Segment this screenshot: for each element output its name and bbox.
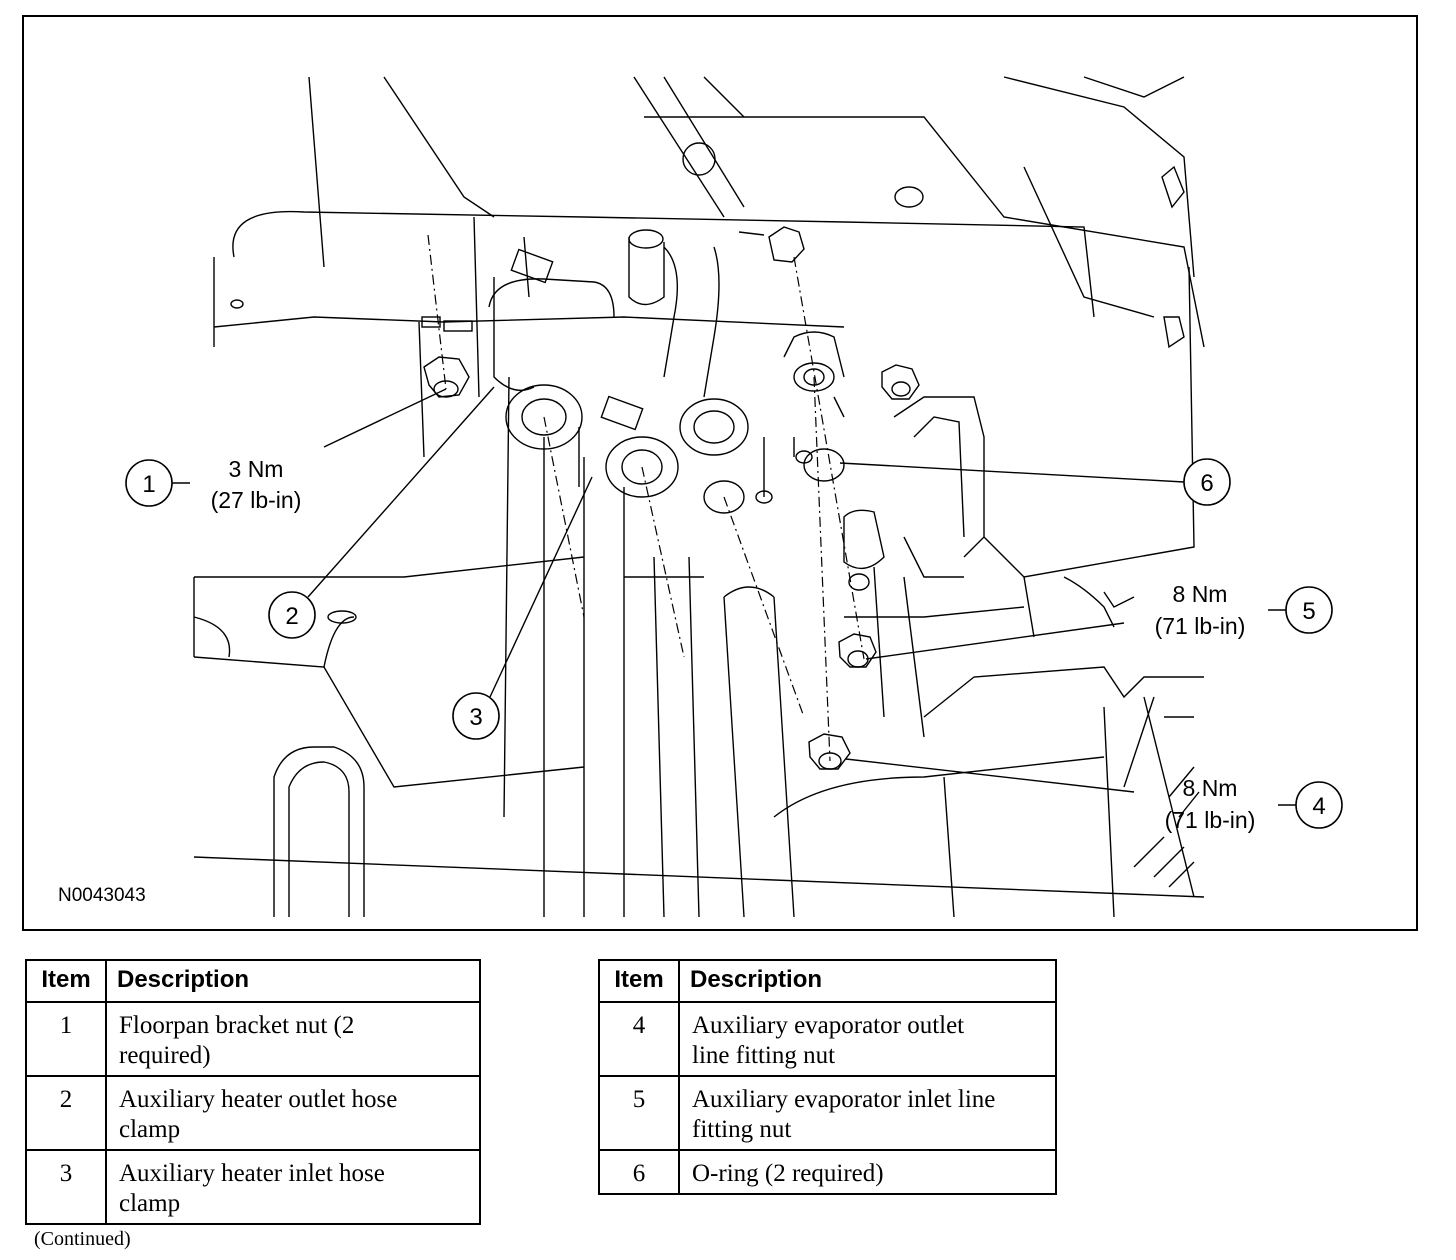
continued-note: (Continued) bbox=[34, 1228, 131, 1250]
column-header-description: Description bbox=[105, 959, 481, 1003]
callout-number: 6 bbox=[1200, 470, 1213, 497]
item-number: 1 bbox=[25, 1001, 107, 1077]
callout-4: 4 8 Nm (71 lb-in) bbox=[1165, 775, 1343, 833]
callout-number: 1 bbox=[142, 471, 155, 498]
torque-imperial: (27 lb-in) bbox=[211, 487, 302, 513]
item-number: 6 bbox=[598, 1149, 680, 1195]
torque-metric: 3 Nm bbox=[229, 456, 284, 482]
callout-circle bbox=[1183, 458, 1231, 506]
callout-number: 4 bbox=[1312, 793, 1325, 820]
callout-6: 6 bbox=[1183, 458, 1231, 506]
callout-3: 3 bbox=[452, 692, 500, 740]
component-linework bbox=[193, 76, 1205, 918]
item-number: 3 bbox=[25, 1149, 107, 1225]
item-description: O-ring (2 required) bbox=[678, 1149, 1057, 1195]
callout-number: 3 bbox=[469, 704, 482, 731]
column-header-description: Description bbox=[678, 959, 1057, 1003]
torque-imperial: (71 lb-in) bbox=[1165, 807, 1256, 833]
item-number: 2 bbox=[25, 1075, 107, 1151]
callout-circle bbox=[452, 692, 500, 740]
callout-circle bbox=[1285, 586, 1333, 634]
exploded-view-figure: 1 3 Nm (27 lb-in) 2 3 4 8 Nm (71 lb-in) … bbox=[22, 15, 1418, 931]
line-drawing: 1 3 Nm (27 lb-in) 2 3 4 8 Nm (71 lb-in) … bbox=[58, 76, 1343, 918]
figure-code: N0043043 bbox=[58, 885, 146, 906]
table-row: 6 O-ring (2 required) bbox=[598, 1149, 1057, 1195]
table-header-row: Item Description bbox=[25, 959, 481, 1003]
legend-table-left: Item Description 1 Floorpan bracket nut … bbox=[25, 959, 481, 1225]
callout-number: 5 bbox=[1302, 598, 1315, 625]
callout-2: 2 bbox=[268, 591, 316, 639]
torque-metric: 8 Nm bbox=[1183, 775, 1238, 801]
callout-5: 5 8 Nm (71 lb-in) bbox=[1155, 581, 1333, 639]
item-number: 5 bbox=[598, 1075, 680, 1151]
column-header-item: Item bbox=[598, 959, 680, 1003]
column-header-item: Item bbox=[25, 959, 107, 1003]
item-number: 4 bbox=[598, 1001, 680, 1077]
alignment-lines bbox=[427, 234, 865, 762]
torque-metric: 8 Nm bbox=[1173, 581, 1228, 607]
callout-1: 1 3 Nm (27 lb-in) bbox=[125, 456, 302, 513]
callout-circle bbox=[268, 591, 316, 639]
callout-number: 2 bbox=[285, 603, 298, 630]
callout-circle bbox=[1295, 781, 1343, 829]
callout-circle bbox=[125, 459, 173, 507]
legend-table-right: Item Description 4 Auxiliary evaporator … bbox=[598, 959, 1057, 1195]
torque-imperial: (71 lb-in) bbox=[1155, 613, 1246, 639]
leader-lines bbox=[172, 386, 1296, 806]
table-header-row: Item Description bbox=[598, 959, 1057, 1003]
